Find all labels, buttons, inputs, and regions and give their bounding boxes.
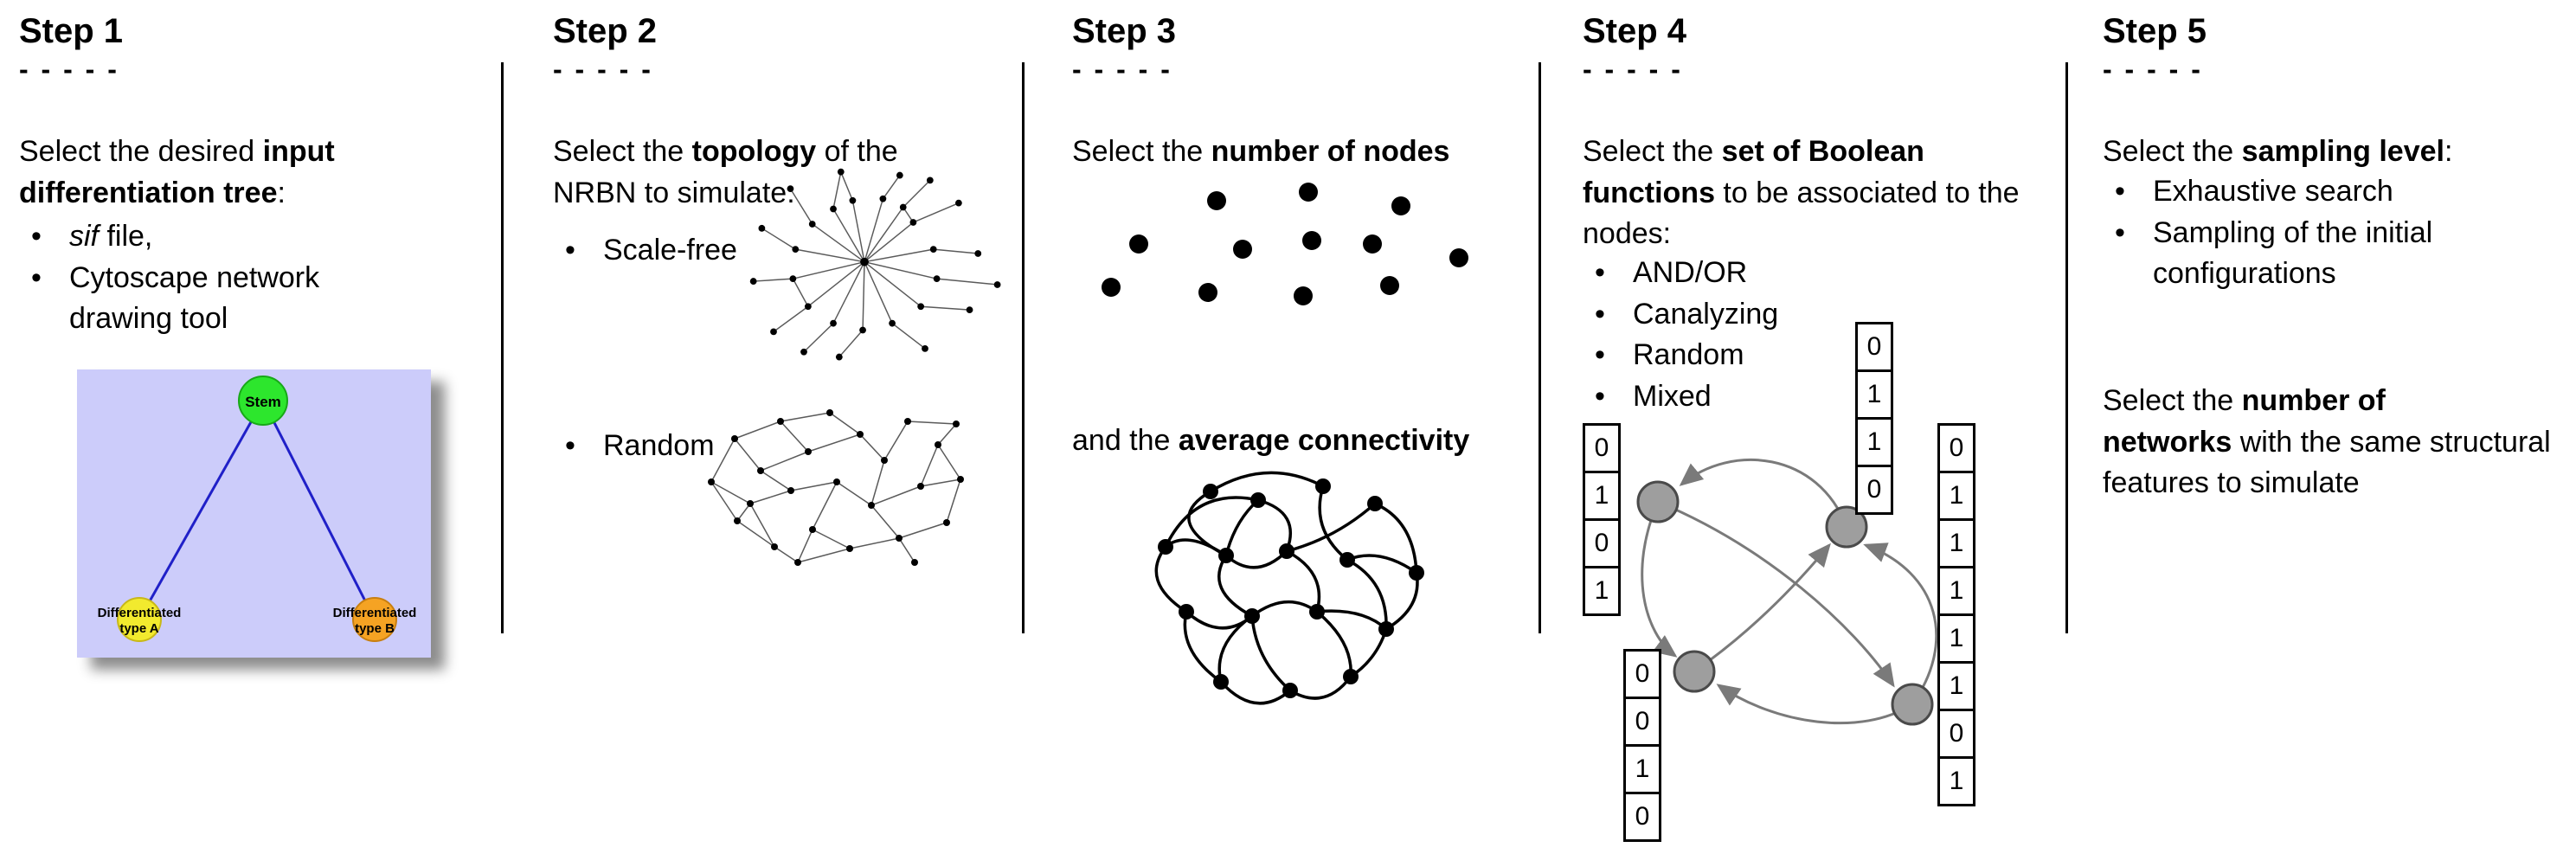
truth-table-cell: 1 [1855, 369, 1893, 420]
truth-table-cell: 1 [1937, 471, 1975, 521]
truth-table-right: 0 1 1 1 1 1 0 1 [1937, 423, 1975, 806]
truth-table-cell: 0 [1937, 423, 1975, 473]
connectivity-tangle-image [1154, 471, 1424, 705]
step1-dashes: - - - - - [19, 54, 119, 85]
truth-table-bottom: 0 0 1 0 [1623, 649, 1661, 842]
scale-free-nodes [749, 168, 1001, 361]
scale-free-edges [753, 171, 998, 358]
step4-bullet-and-or: AND/OR [1583, 253, 1946, 294]
step3-dashes: - - - - - [1072, 54, 1172, 85]
type-b-node [352, 597, 397, 642]
type-a-label-line2: type A [119, 621, 158, 636]
tangle-nodes [1158, 478, 1424, 698]
boolean-network-nodes [1636, 480, 1934, 726]
step5-dashes: - - - - - [2103, 54, 2203, 85]
truth-table-cell: 0 [1937, 709, 1975, 759]
step2-bullet-random: Random [553, 426, 715, 467]
divider-2 [1022, 62, 1025, 633]
truth-table-top: 0 1 1 0 [1855, 322, 1893, 515]
boolean-network-graph [1636, 459, 1938, 726]
step4-dashes: - - - - - [1583, 54, 1683, 85]
step5-bullet-exhaustive: Exhaustive search [2103, 171, 2553, 213]
truth-table-cell: 1 [1855, 417, 1893, 467]
boolean-network-edges [1641, 459, 1938, 725]
differentiation-tree-svg: Stem Differentiated type A Differentiate… [98, 376, 417, 642]
step1-column: Step 1 - - - - - Select the desired inpu… [19, 0, 505, 851]
step2-title: Step 2 [553, 12, 658, 50]
truth-table-cell: 0 [1623, 649, 1661, 699]
scatter-dots [1102, 183, 1468, 305]
truth-table-left: 0 1 0 1 [1583, 423, 1621, 616]
step1-bullet-list: sif file, Cytoscape network drawing tool [19, 216, 382, 340]
truth-table-cell: 0 [1855, 322, 1893, 372]
truth-table-cell: 0 [1623, 792, 1661, 842]
type-b-label-line1: Differentiated [333, 606, 417, 620]
divider-4 [2065, 62, 2068, 633]
type-a-node [117, 597, 162, 642]
truth-table-cell: 1 [1623, 744, 1661, 794]
truth-table-cell: 1 [1937, 661, 1975, 711]
step2-column: Step 2 - - - - - Select the topology of … [553, 0, 1020, 851]
step5-bullet-sampling: Sampling of the initial configurations [2103, 213, 2553, 295]
truth-table-cell: 0 [1583, 423, 1621, 473]
truth-table-cell: 1 [1937, 566, 1975, 616]
stem-node [238, 376, 288, 426]
truth-table-cell: 0 [1623, 697, 1661, 747]
step1-bullet-sif: sif file, [19, 216, 382, 258]
step3-line1: Select the number of nodes [1072, 135, 1450, 168]
step3-title: Step 3 [1072, 12, 1177, 50]
stem-label: Stem [245, 394, 281, 410]
step5-intro: Select the sampling level: [2103, 135, 2453, 168]
step2-dashes: - - - - - [553, 54, 653, 85]
truth-table-cell: 0 [1855, 465, 1893, 515]
tree-edges [138, 400, 376, 620]
type-b-label-line2: type B [355, 621, 395, 636]
divider-1 [501, 62, 504, 633]
step4-bullet-list: AND/OR Canalyzing Random Mixed [1583, 253, 1946, 417]
step1-title: Step 1 [19, 12, 124, 50]
step4-intro: Select the set of Boolean functions to b… [1583, 135, 2020, 251]
type-a-label-line1: Differentiated [98, 606, 182, 620]
step5-column: Step 5 - - - - - Select the sampling lev… [2103, 0, 2576, 851]
random-network-image [708, 409, 964, 566]
boolean-network-figure: 0 1 0 1 0 1 1 0 0 0 1 0 0 1 1 1 1 1 0 1 [1576, 313, 1995, 854]
step3-column: Step 3 - - - - - Select the number of no… [1072, 0, 1591, 851]
random-nodes [708, 409, 964, 566]
truth-table-cell: 1 [1937, 518, 1975, 568]
divider-3 [1539, 62, 1541, 633]
step4-bullet-canalyzing: Canalyzing [1583, 294, 1946, 336]
truth-table-cell: 0 [1583, 518, 1621, 568]
truth-table-cell: 1 [1937, 756, 1975, 806]
step1-bullet-cytoscape: Cytoscape network drawing tool [19, 258, 382, 340]
step3-line2: and the average connectivity [1072, 424, 1470, 457]
truth-table-cell: 1 [1583, 471, 1621, 521]
step1-intro: Select the desired input differentiation… [19, 135, 335, 209]
step4-bullet-random: Random [1583, 335, 1946, 376]
scale-free-network-image [749, 168, 1001, 361]
differentiation-tree-image: Stem Differentiated type A Differentiate… [77, 369, 431, 658]
step5-title: Step 5 [2103, 12, 2207, 50]
step2-intro: Select the topology of the NRBN to simul… [553, 135, 898, 209]
step4-bullet-mixed: Mixed [1583, 376, 1946, 418]
step4-title: Step 4 [1583, 12, 1687, 50]
nodes-dots-image [1102, 183, 1468, 305]
truth-table-cell: 1 [1937, 613, 1975, 664]
truth-table-cell: 1 [1583, 566, 1621, 616]
random-edges [710, 412, 961, 563]
step4-column: Step 4 - - - - - Select the set of Boole… [1583, 0, 2063, 851]
step2-bullet-scale-free: Scale-free [553, 230, 737, 272]
step5-bullet-list: Exhaustive search Sampling of the initia… [2103, 171, 2553, 295]
